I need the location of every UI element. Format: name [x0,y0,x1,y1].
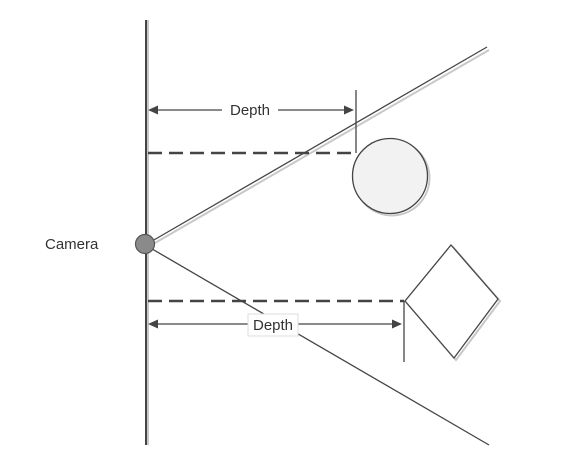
camera-label: Camera [45,236,99,253]
depth-bottom-arrowhead-right [392,319,402,329]
circle-object [351,137,429,215]
depth-bottom-label-bg [247,313,299,337]
depth-top-label-bg [222,100,278,120]
fov-ray-top [146,46,488,245]
depth-top-label: Depth [230,102,270,119]
diamond-object [404,243,499,360]
depth-top-arrowhead-right [344,105,354,115]
depth-bottom-label: Depth [253,317,293,334]
depth-bottom-arrowhead-left [148,319,158,329]
camera-point [134,233,156,255]
depth-bottom-measure: Depth [145,299,405,362]
depth-top-arrowhead-left [148,105,158,115]
fov-ray-top-shadow [147,49,490,248]
depth-top-measure: Depth [145,90,357,155]
fov-ray-bottom [146,245,490,446]
